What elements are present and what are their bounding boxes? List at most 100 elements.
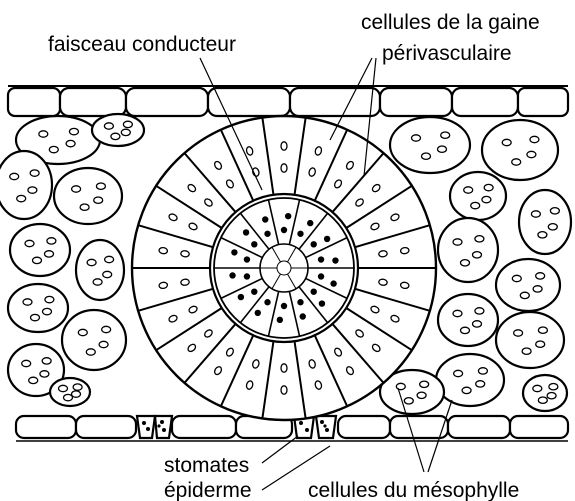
mesophyll-chloroplast	[39, 131, 48, 137]
sheath-chloroplast	[159, 247, 168, 254]
mesophyll-chloroplast	[453, 310, 462, 316]
mesophyll-chloroplast	[549, 384, 558, 390]
label-sheath-line2: périvasculaire	[382, 42, 512, 65]
bundle-chloroplast	[297, 231, 303, 237]
bundle-chloroplast	[318, 273, 324, 279]
xylem-vessel	[277, 261, 291, 275]
mesophyll-chloroplast	[420, 381, 429, 387]
sheath-chloroplast	[159, 282, 168, 289]
mesophyll-chloroplast	[538, 232, 547, 238]
mesophyll-chloroplast	[40, 371, 49, 377]
mesophyll-chloroplast	[73, 384, 82, 390]
mesophyll-chloroplast	[59, 385, 68, 391]
mesophyll-chloroplast	[22, 360, 31, 366]
mesophyll-chloroplast	[87, 259, 96, 265]
sheath-chloroplast	[180, 279, 189, 286]
stoma-left	[137, 416, 172, 438]
mesophyll-chloroplast	[111, 133, 120, 139]
label-epidermis: épiderme	[164, 479, 252, 501]
bundle-chloroplast	[264, 299, 270, 305]
mesophyll-chloroplast	[533, 385, 542, 391]
mesophyll-chloroplast	[45, 251, 54, 257]
mesophyll-chloroplast	[64, 394, 73, 400]
mesophyll-chloroplast	[538, 397, 547, 403]
mesophyll-chloroplast	[453, 239, 462, 245]
mesophyll-chloroplast	[47, 238, 56, 244]
mesophyll-chloroplast	[536, 273, 545, 279]
sheath-chloroplast	[281, 386, 287, 394]
sheath-chloroplast	[400, 282, 409, 289]
bundle-chloroplast	[244, 273, 250, 279]
mesophyll-chloroplast	[10, 173, 19, 179]
mesophyll-chloroplast	[417, 392, 426, 398]
bundle-chloroplast	[264, 231, 270, 237]
mesophyll-chloroplast	[538, 327, 547, 333]
bundle-chloroplast	[300, 313, 306, 319]
sheath-chloroplast	[180, 250, 189, 257]
mesophyll-chloroplast	[512, 159, 521, 165]
bundle-chloroplast	[281, 303, 287, 309]
mesophyll-chloroplast	[536, 341, 545, 347]
bundle-chloroplast	[297, 299, 303, 305]
bundle-chloroplast	[251, 288, 257, 294]
upper-epidermis	[8, 86, 568, 116]
bundle-chloroplast	[231, 249, 237, 255]
mesophyll-chloroplast	[93, 279, 102, 285]
mesophyll-chloroplast	[102, 326, 111, 332]
mesophyll-chloroplast	[104, 123, 113, 129]
mesophyll-chloroplast	[86, 349, 95, 355]
mesophyll-chloroplast	[484, 184, 493, 190]
bundle-chloroplast	[243, 229, 249, 235]
mesophyll-chloroplast	[520, 292, 529, 298]
mesophyll-chloroplast	[42, 358, 51, 364]
mesophyll-chloroplast	[80, 204, 89, 210]
mesophyll-chloroplast	[45, 296, 54, 302]
bundle-chloroplast	[324, 236, 330, 242]
mesophyll-chloroplast	[471, 202, 480, 208]
mesophyll-chloroplast	[476, 381, 485, 387]
mesophyll-chloroplast	[475, 308, 484, 314]
mesophyll-chloroplast	[512, 275, 521, 281]
mesophyll-chloroplast	[473, 321, 482, 327]
bundle-chloroplast	[238, 294, 244, 300]
mesophyll-chloroplast	[103, 271, 112, 277]
mesophyll-chloroplast	[78, 329, 87, 335]
mesophyll-chloroplast	[33, 257, 42, 263]
bundle-chloroplast	[285, 213, 291, 219]
bundle-chloroplast	[281, 227, 287, 233]
mesophyll-chloroplast	[527, 151, 536, 157]
sheath-chloroplast	[378, 279, 387, 286]
mesophyll-chloroplast	[502, 139, 511, 145]
bundle-chloroplast	[307, 220, 313, 226]
mesophyll-chloroplast	[547, 393, 556, 399]
label-sheath-line1: cellules de la gaine	[361, 11, 540, 34]
mesophyll-chloroplast	[105, 256, 114, 262]
label-vascular-bundle: faisceau conducteur	[48, 33, 236, 56]
mesophyll-chloroplast	[461, 327, 470, 333]
bundle-chloroplast	[229, 272, 235, 278]
mesophyll-chloroplast	[121, 129, 130, 135]
bundle-chloroplast	[262, 216, 268, 222]
mesophyll-chloroplast	[461, 260, 470, 266]
mesophyll-chloroplast	[464, 187, 473, 193]
mesophyll-chloroplast	[29, 377, 38, 383]
mesophyll-chloroplast	[522, 348, 531, 354]
sheath-chloroplast	[281, 142, 287, 150]
mesophyll-chloroplast	[454, 370, 463, 376]
label-stomata: stomates	[164, 454, 249, 477]
mesophyll-chloroplast	[422, 153, 431, 159]
bundle-chloroplast	[318, 256, 324, 262]
bundle-chloroplast	[244, 256, 250, 262]
mesophyll-chloroplast	[530, 136, 539, 142]
mesophyll-chloroplast	[531, 211, 540, 217]
sheath-chloroplast	[281, 164, 287, 172]
mesophyll-chloroplast	[404, 398, 413, 404]
bundle-chloroplast	[319, 300, 325, 306]
mesophyll-chloroplast	[43, 308, 52, 314]
sheath-chloroplast	[400, 247, 409, 254]
mesophyll-chloroplast	[475, 236, 484, 242]
bundle-chloroplast	[311, 241, 317, 247]
mesophyll-chloroplast	[69, 128, 78, 134]
bundle-chloroplast	[332, 257, 338, 263]
